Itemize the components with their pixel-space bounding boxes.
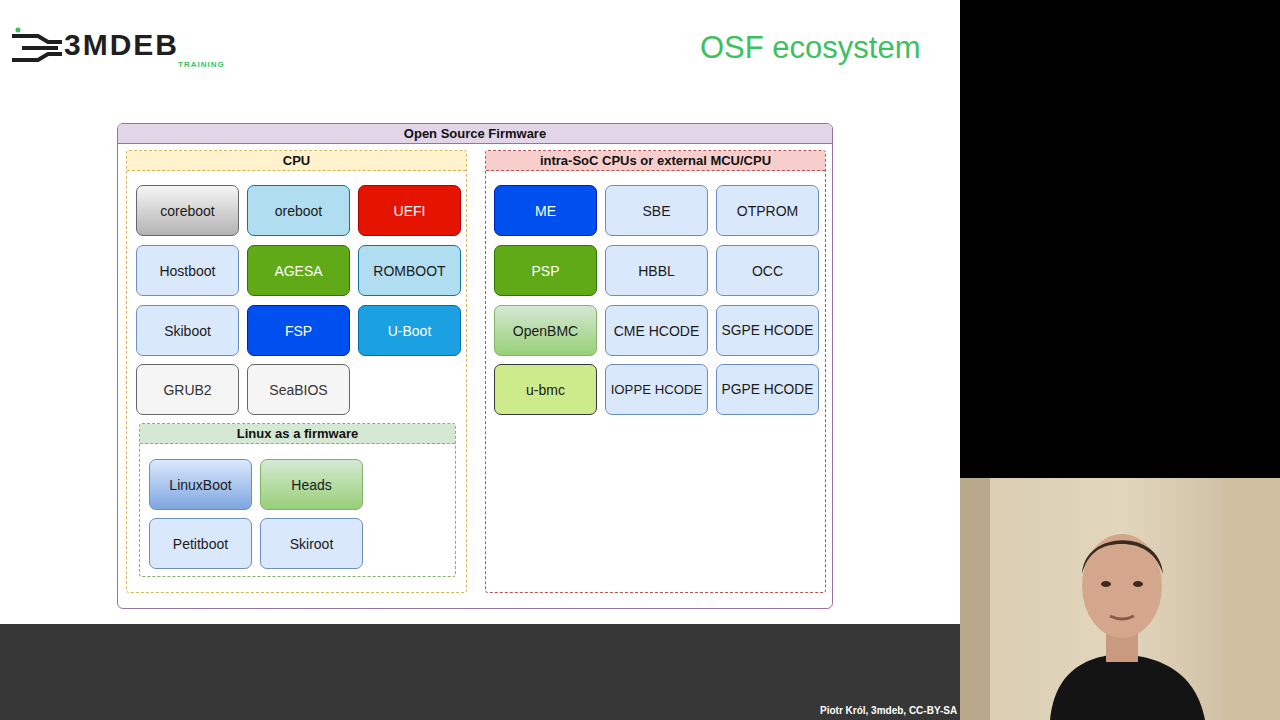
box-label: PGPE HCODE [722,382,814,397]
box-label: HBBL [638,263,675,279]
firmware-box: oreboot [247,185,350,236]
box-label: AGESA [274,263,322,279]
firmware-box: SeaBIOS [247,364,350,415]
box-label: OCC [752,263,783,279]
firmware-box: LinuxBoot [149,459,252,510]
firmware-box: HBBL [605,245,708,296]
box-label: SBE [642,203,670,219]
firmware-box: u-bmc [494,364,597,415]
box-label: U-Boot [388,323,432,339]
box-label: CME HCODE [614,323,700,339]
firmware-box: IOPPE HCODE [605,364,708,415]
webcam-view [960,478,1280,720]
firmware-box: UEFI [358,185,461,236]
group-heading: intra-SoC CPUs or external MCU/CPU [486,151,825,171]
firmware-box: Heads [260,459,363,510]
box-label: oreboot [275,203,322,219]
group-box: Open Source FirmwareCPU coreboot oreboot UE… [117,123,833,609]
firmware-box: OpenBMC [494,305,597,356]
firmware-box: SGPE HCODE [716,305,819,356]
firmware-box: SBE [605,185,708,236]
box-label: SeaBIOS [269,382,327,398]
firmware-box: coreboot [136,185,239,236]
firmware-box: AGESA [247,245,350,296]
firmware-box: ROMBOOT [358,245,461,296]
firmware-box: Skiboot [136,305,239,356]
group-box: Linux as a firmwareLinuxBoot HeadsPetitbo… [139,423,456,577]
firmware-box: Petitboot [149,518,252,569]
box-label: SGPE HCODE [722,323,814,338]
firmware-box: OTPROM [716,185,819,236]
box-label: IOPPE HCODE [611,382,703,397]
box-label: UEFI [394,203,426,219]
box-label: OTPROM [737,203,798,219]
box-label: ME [535,203,556,219]
group-heading: CPU [127,151,466,171]
firmware-box: ME [494,185,597,236]
bottom-bar [0,624,960,720]
box-label: FSP [285,323,312,339]
firmware-box: PGPE HCODE [716,364,819,415]
box-label: coreboot [160,203,214,219]
box-label: LinuxBoot [169,477,231,493]
group-heading: Open Source Firmware [118,124,832,144]
box-label: ROMBOOT [373,263,445,279]
box-label: Skiboot [164,323,211,339]
firmware-box: OCC [716,245,819,296]
credit-text: Piotr Król, 3mdeb, CC-BY-SA [820,705,957,716]
slide-title: OSF ecosystem [700,30,921,66]
box-label: Petitboot [173,536,228,552]
box-label: Heads [291,477,331,493]
box-label: PSP [531,263,559,279]
box-label: GRUB2 [163,382,211,398]
logo-text: 3MDEB [64,28,179,62]
group-heading: Linux as a firmware [140,424,455,444]
firmware-box: GRUB2 [136,364,239,415]
firmware-box: CME HCODE [605,305,708,356]
firmware-box: Hostboot [136,245,239,296]
firmware-box: U-Boot [358,305,461,356]
box-label: u-bmc [526,382,565,398]
group-box: CPU coreboot oreboot UEFI Hostboot AGESA ROMBO… [126,150,467,593]
box-label: Skiroot [290,536,334,552]
logo-icon [8,26,64,70]
firmware-box: FSP [247,305,350,356]
box-label: OpenBMC [513,323,578,339]
firmware-box: PSP [494,245,597,296]
box-label: Hostboot [159,263,215,279]
logo-subtitle: TRAINING [178,60,225,69]
firmware-box: Skiroot [260,518,363,569]
group-box: intra-SoC CPUs or external MCU/CPU ME SBE O… [485,150,826,593]
